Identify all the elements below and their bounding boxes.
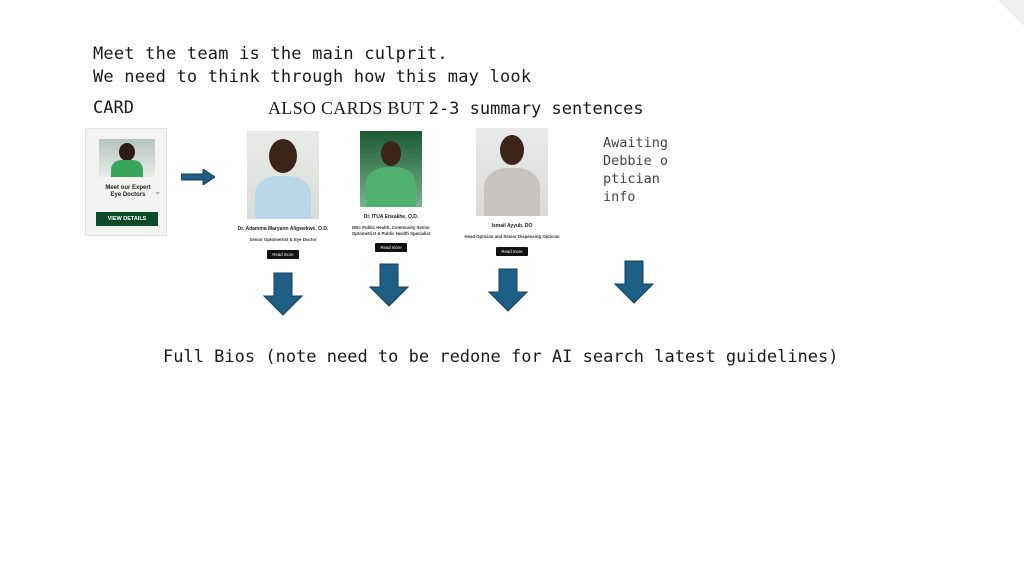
caption-line-2: Eye Doctors [110,192,145,198]
doctor-role-2: MSc Public Health, Community Senior Opto… [344,225,438,236]
doctor-photo [99,139,155,177]
note-line-2: We need to think through how this may lo… [93,67,531,87]
also-cards-label: ALSO CARDS BUT 2-3 summary sentences [268,98,644,119]
doctor-role-3: Head Optician and Senior Dispensing Opti… [456,234,568,240]
doctor-photo-3 [476,128,548,216]
arrow-down-icon [263,272,303,316]
expert-card-thumbnail[interactable]: Meet our Expert Eye Doctors ⌄ VIEW DETAI… [85,128,167,236]
view-details-button[interactable]: VIEW DETAILS [96,212,158,226]
doctor-name-2: Dr. ITUA Ensakhe, O.D. [344,214,438,220]
read-more-button-2[interactable]: Read more [375,243,406,252]
doctor-name-3: Ismail Ayyub, DO [456,223,568,229]
caption-line-1: Meet our Expert [105,185,150,191]
arrow-right-icon [181,169,215,185]
doctor-card-3: Ismail Ayyub, DO Head Optician and Senio… [456,128,568,258]
doctor-card-1: Dr. Adamma Maryann Aligwekwe, O.D. Senio… [224,131,342,261]
chevron-down-icon[interactable]: ⌄ [154,187,162,197]
card-label: CARD [93,98,134,118]
read-more-button-3[interactable]: Read more [496,247,527,256]
doctor-photo-1 [247,131,319,219]
note-line-1: Meet the team is the main culprit. [93,44,448,64]
doctor-card-2: Dr. ITUA Ensakhe, O.D. MSc Public Health… [344,131,438,254]
awaiting-info-note: Awaiting Debbie optician info [603,134,675,206]
also-cards-prefix: ALSO CARDS BUT [268,98,429,118]
doctor-photo-2 [360,131,422,207]
page-corner-fold [998,0,1024,26]
arrow-down-icon [369,263,409,307]
read-more-button-1[interactable]: Read more [267,250,298,259]
arrow-down-icon [488,268,528,312]
doctor-name-1: Dr. Adamma Maryann Aligwekwe, O.D. [224,226,342,232]
full-bios-note: Full Bios (note need to be redone for AI… [163,347,839,367]
doctor-role-1: Senior Optometrist & Eye Doctor [224,237,342,243]
arrow-down-icon [614,260,654,304]
card-caption: Meet our Expert Eye Doctors [104,185,152,199]
also-cards-suffix: 2-3 summary sentences [429,99,644,119]
